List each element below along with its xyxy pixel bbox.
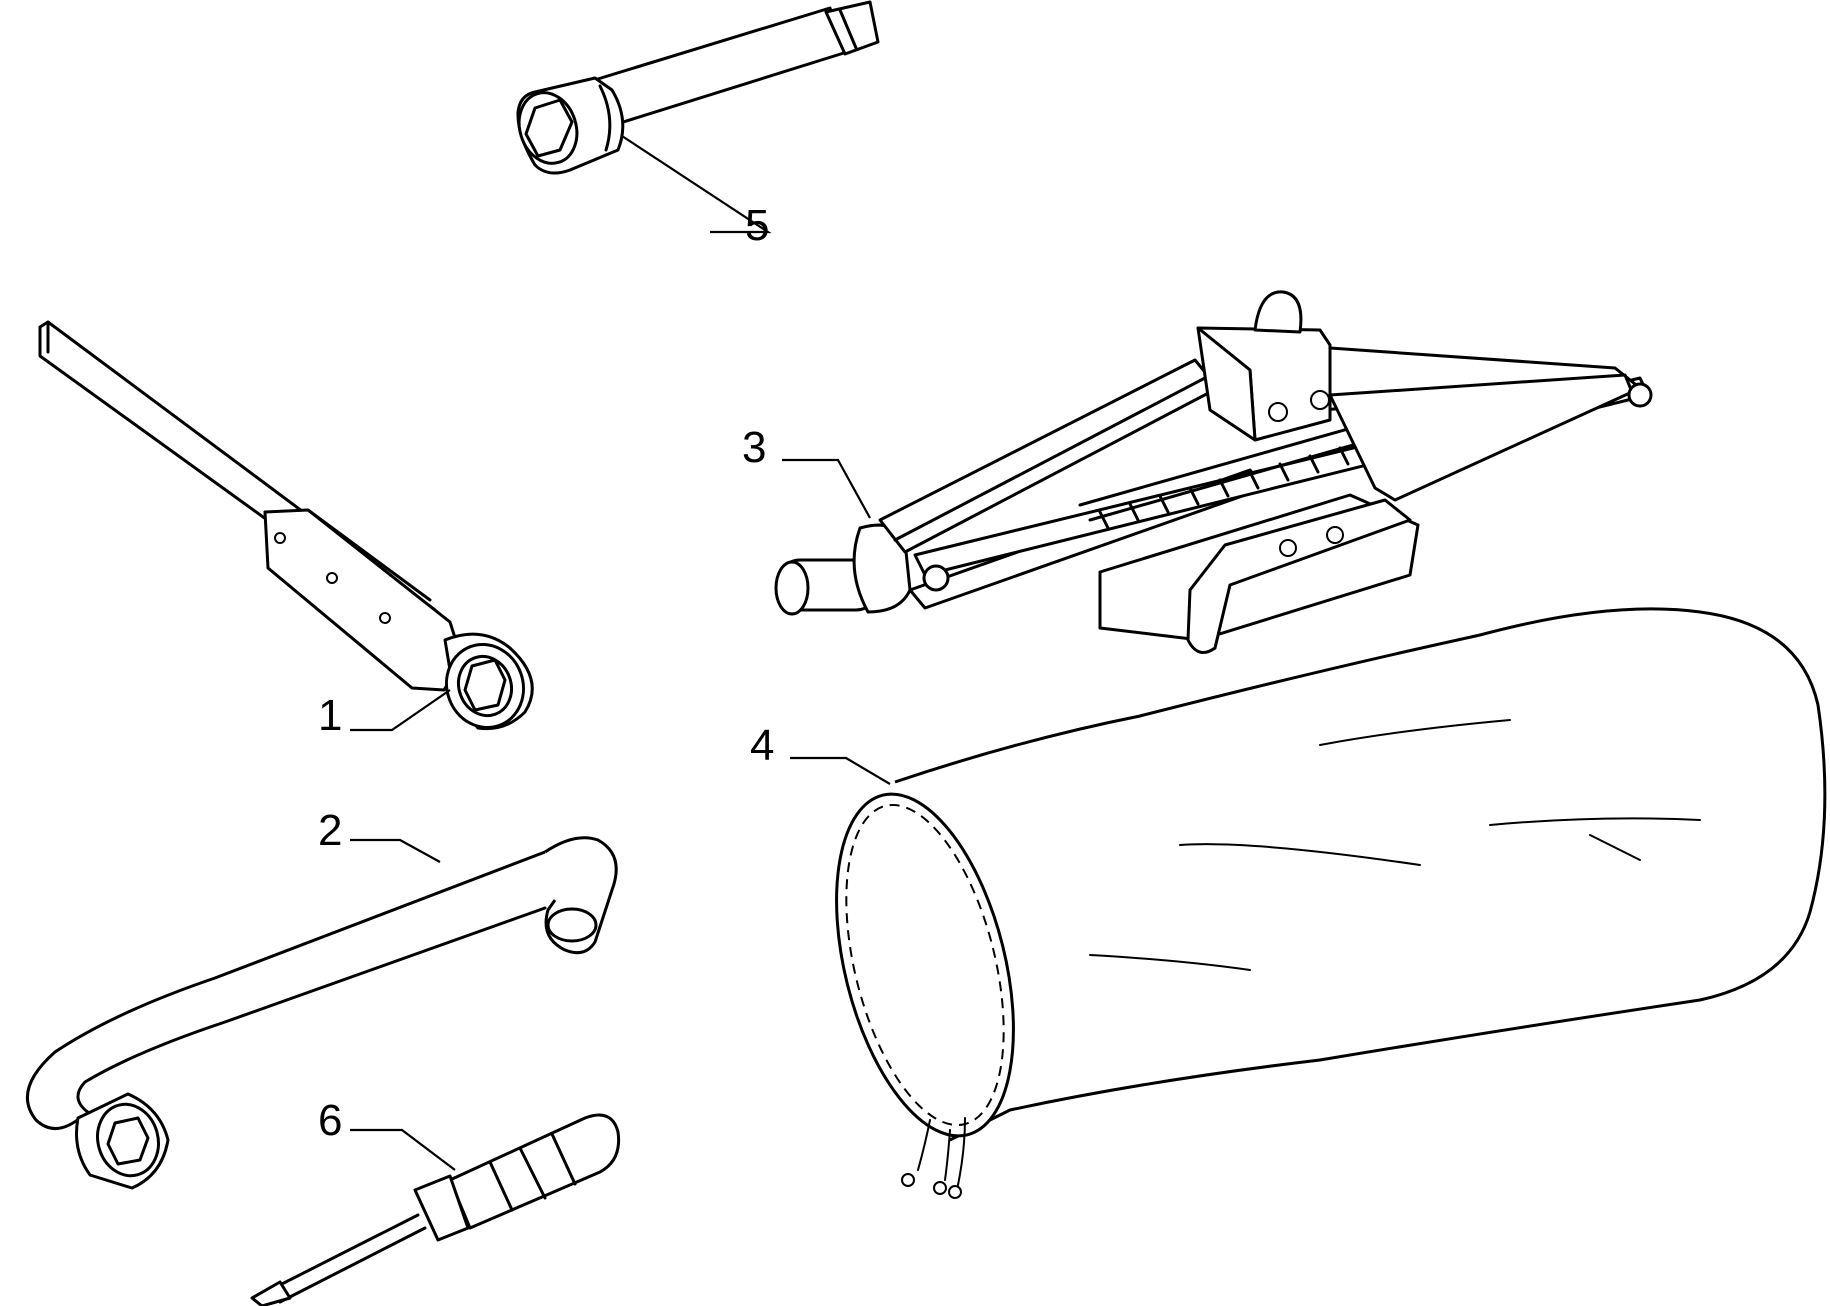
leader-5 xyxy=(621,135,772,234)
callout-3: 3 xyxy=(742,423,766,472)
leader-4 xyxy=(790,756,891,785)
callout-2: 2 xyxy=(318,806,342,855)
part-5-socket-extension xyxy=(516,0,880,175)
part-6-screwdriver xyxy=(250,1113,621,1306)
leader-3 xyxy=(782,458,871,519)
callout-5: 5 xyxy=(745,201,769,250)
leader-1 xyxy=(350,689,451,732)
part-1-ratchet-wrench xyxy=(38,320,534,731)
callout-4: 4 xyxy=(750,721,774,770)
leader-6 xyxy=(350,1128,456,1171)
callout-1: 1 xyxy=(318,691,342,740)
part-2-wheel-brace xyxy=(26,836,618,1190)
part-4-storage-bag xyxy=(835,607,1827,1199)
callout-6: 6 xyxy=(318,1096,342,1145)
leader-lines xyxy=(350,135,891,1171)
leader-2 xyxy=(350,838,441,863)
part-3-scissor-jack xyxy=(774,290,1653,654)
